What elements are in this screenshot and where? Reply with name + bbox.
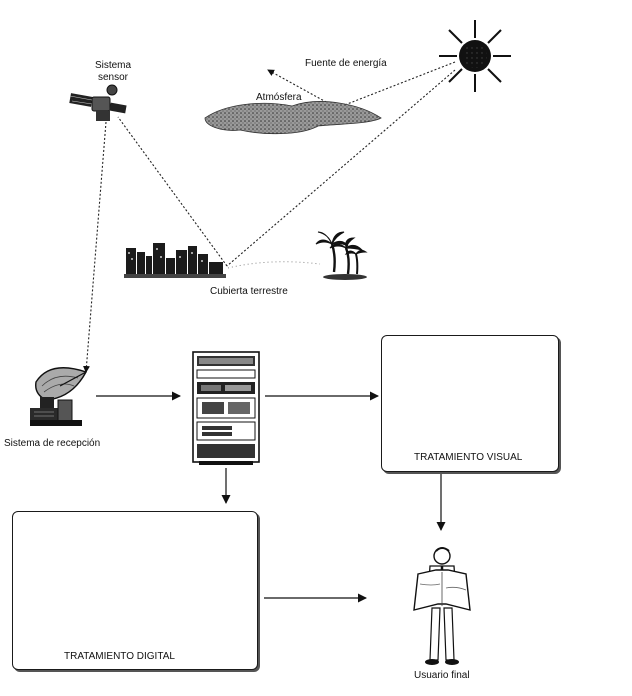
computer-rack-icon (192, 351, 260, 465)
city-windows (128, 248, 203, 262)
ground-line (227, 261, 321, 269)
atmosphere-label: Atmósfera (256, 92, 302, 103)
city-skyline-icon (124, 243, 226, 278)
land-cover-label: Cubierta terrestre (210, 286, 288, 297)
energy-source-label: Fuente de energía (305, 58, 387, 69)
ground-to-sensor-path (117, 116, 228, 267)
sensor-label: Sistema sensor (88, 60, 138, 84)
sun-icon (439, 20, 511, 92)
cloud-icon (204, 101, 382, 135)
satellite-icon (69, 84, 127, 121)
sun-to-atmosphere-path (336, 61, 456, 109)
sensor-label-line1: Sistema (94, 60, 132, 71)
reception-label: Sistema de recepción (4, 438, 101, 449)
sensor-to-reception-path (82, 121, 107, 373)
digital-treatment-box (12, 511, 258, 670)
digital-treatment-label: TRATAMIENTO DIGITAL (64, 651, 175, 662)
visual-treatment-box (381, 335, 559, 472)
person-reading-map-icon (413, 547, 471, 665)
satellite-dish-icon (30, 367, 88, 426)
visual-treatment-label: TRATAMIENTO VISUAL (414, 452, 523, 463)
flow-arrows (96, 391, 446, 603)
sensor-label-line2: sensor (97, 72, 128, 83)
end-user-label: Usuario final (414, 670, 470, 681)
palm-trees-icon (315, 231, 368, 280)
